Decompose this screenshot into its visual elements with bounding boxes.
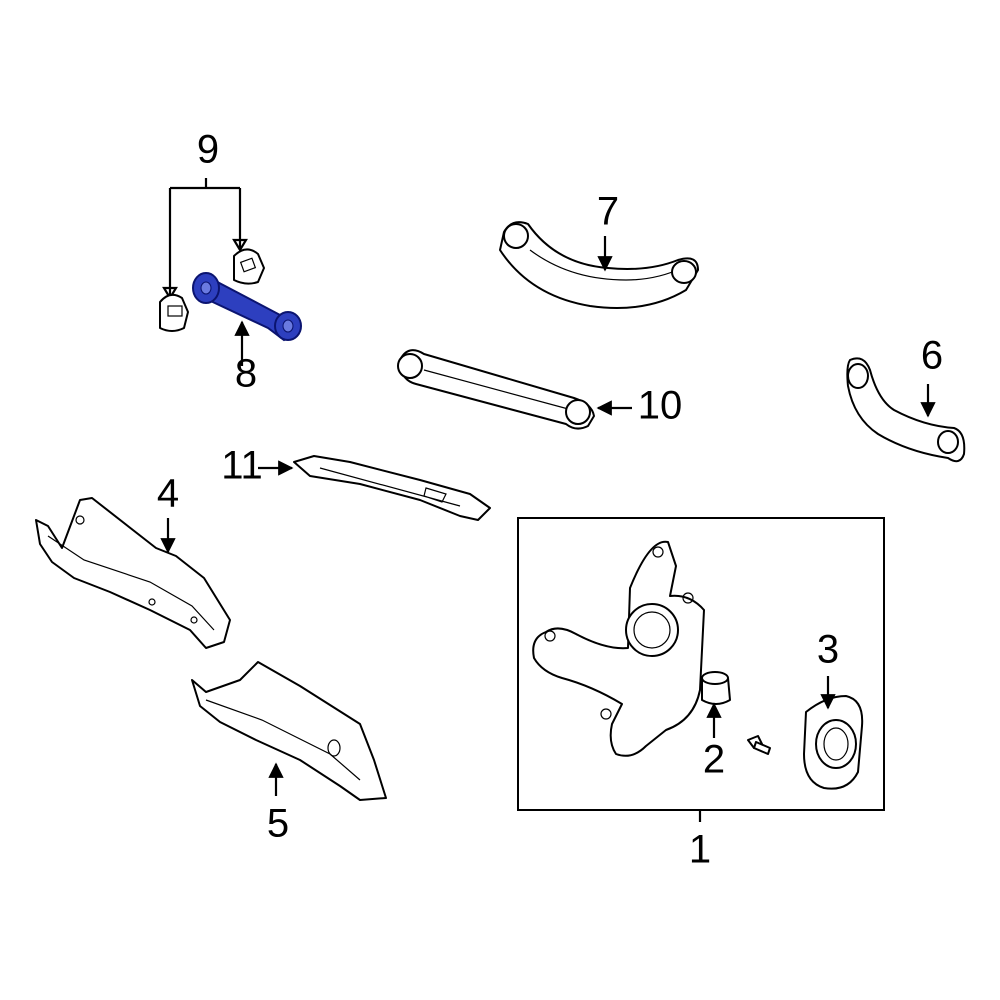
callout-9: 9 [197, 128, 219, 172]
part-6-camber-arm [846, 357, 966, 463]
callout-2: 2 [703, 738, 725, 782]
part-8-toe-link [192, 272, 302, 366]
part-1-knuckle [532, 540, 705, 757]
callout-7: 7 [597, 190, 619, 234]
part-9-washers [159, 178, 265, 332]
part-10-trailing-arm [397, 349, 632, 430]
part-2-bushing [701, 671, 771, 755]
callout-11: 11 [221, 444, 263, 488]
part-4-heat-shield [35, 497, 231, 649]
callout-labels: 1 2 3 4 5 6 7 8 9 10 11 [157, 128, 943, 872]
cam-washer-left [159, 293, 189, 332]
part-5-heat-shield [191, 661, 387, 801]
callout-8: 8 [235, 352, 257, 396]
callout-10: 10 [638, 384, 683, 428]
callout-3: 3 [817, 628, 839, 672]
callout-1: 1 [689, 828, 711, 872]
callout-5: 5 [267, 802, 289, 846]
callout-6: 6 [921, 334, 943, 378]
cam-washer-right [233, 248, 265, 285]
callout-4: 4 [157, 472, 179, 516]
part-7-upper-arm [499, 221, 699, 309]
part-3-hub [803, 676, 864, 790]
part-11-brace [258, 455, 491, 521]
